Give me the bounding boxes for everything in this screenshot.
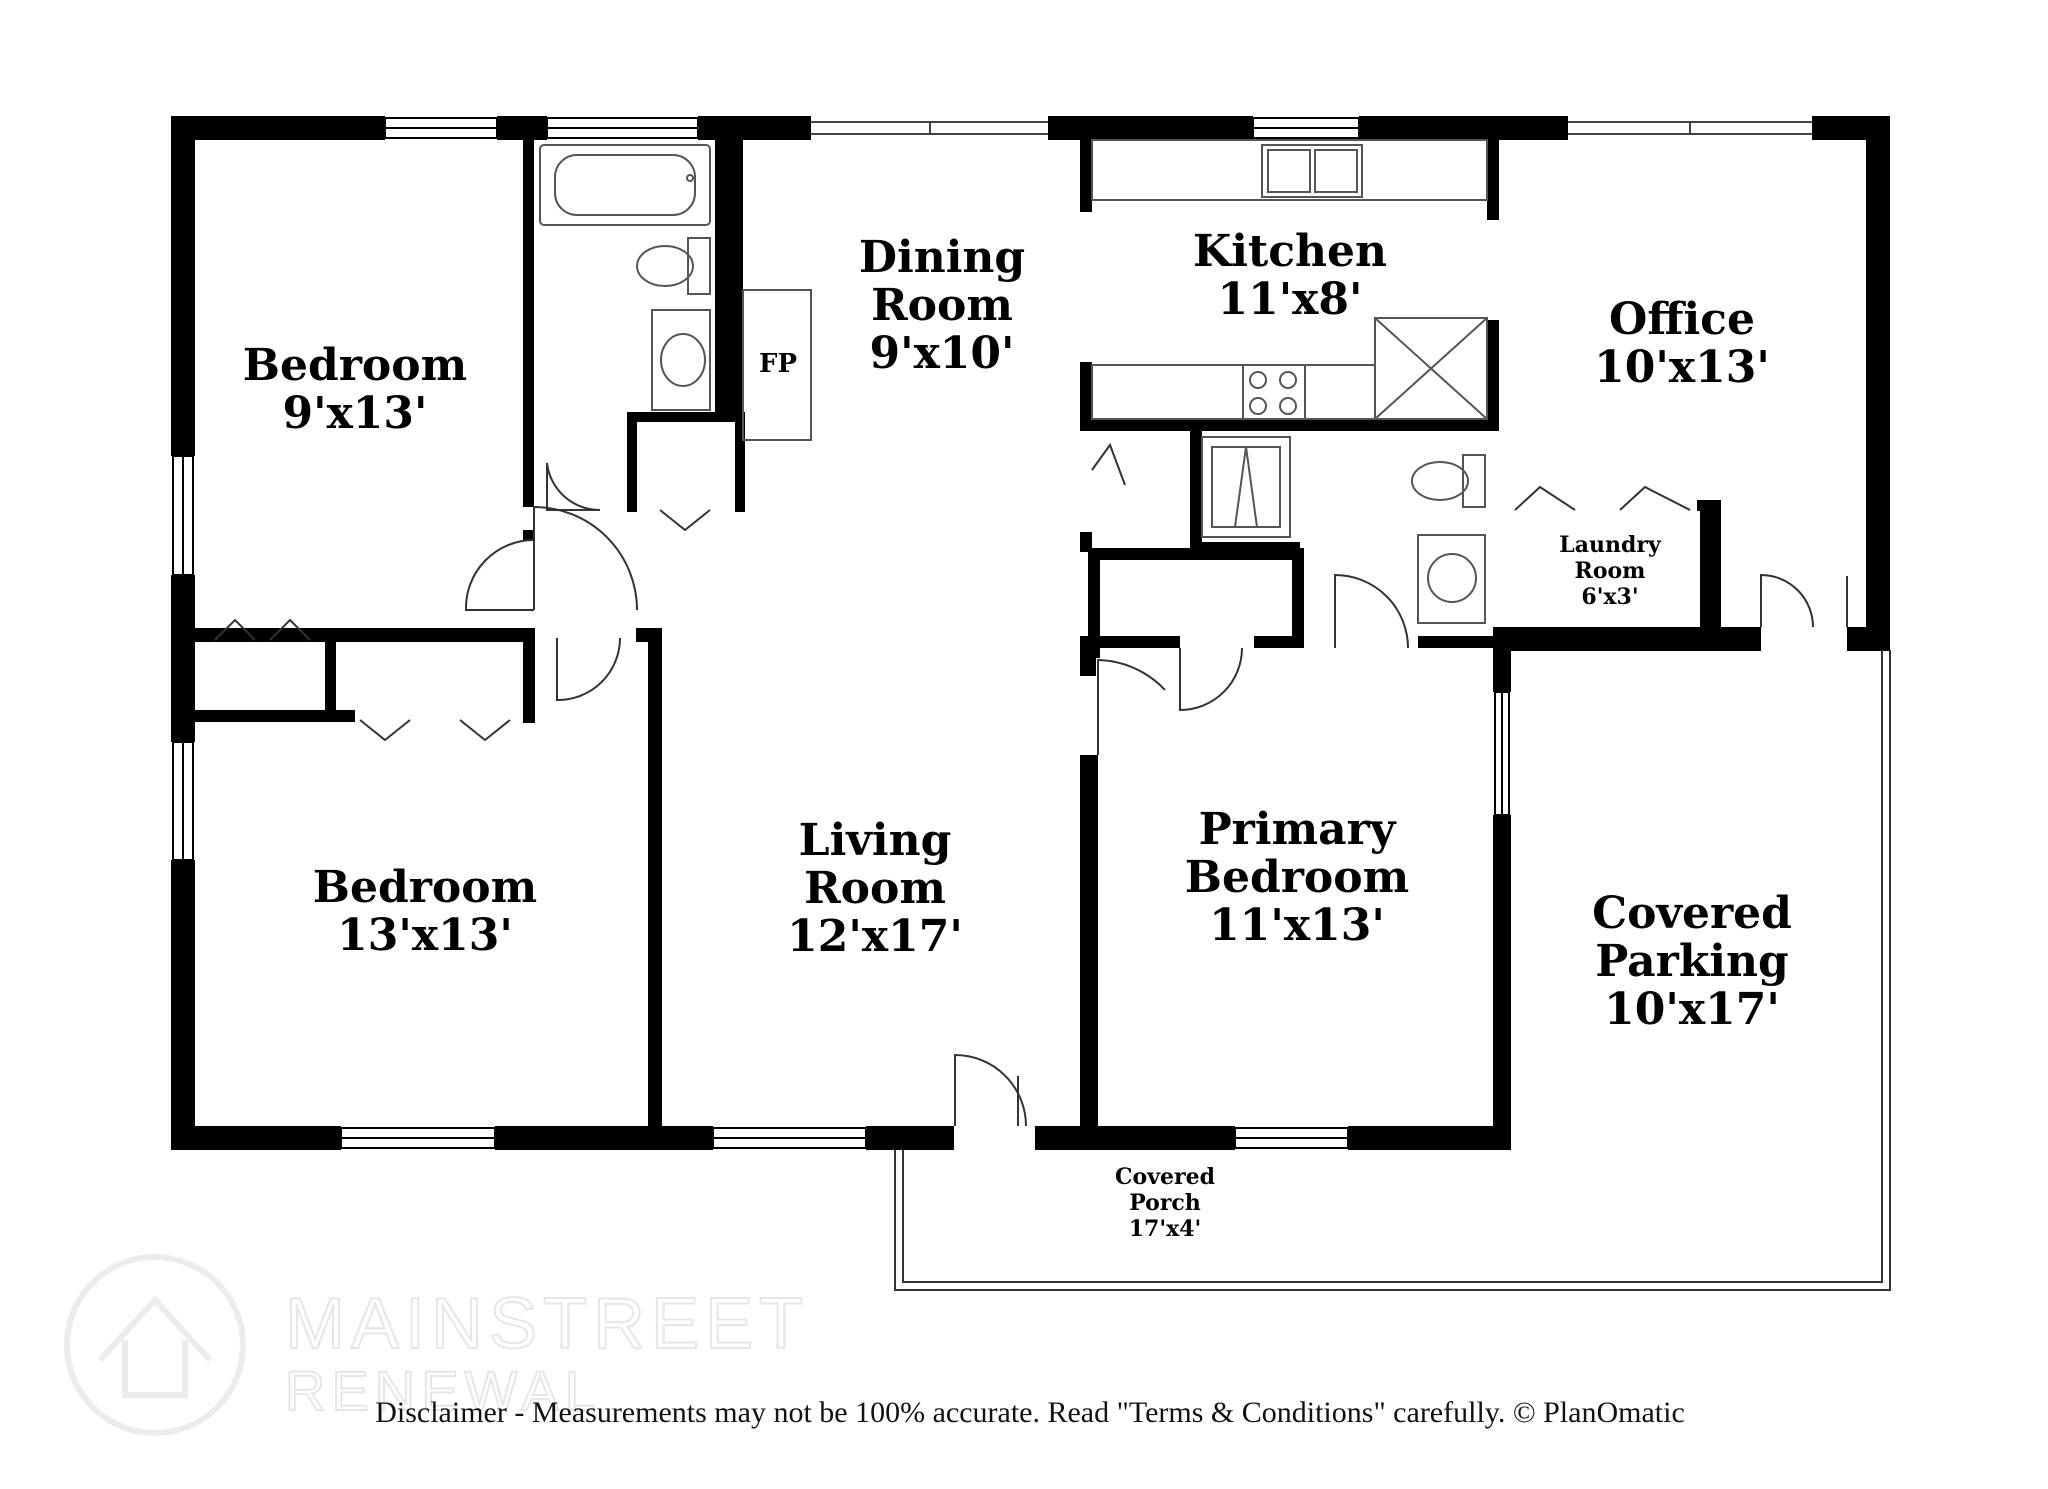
- room-name-line2: Porch: [1129, 1190, 1201, 1216]
- sink-icon: [1417, 534, 1486, 624]
- room-living: Living Room 12'x17': [787, 815, 963, 962]
- room-size: 17'x4': [1129, 1216, 1202, 1242]
- kitchen-counter: [1091, 139, 1488, 201]
- room-name-line1: Covered: [1592, 888, 1792, 939]
- room-size: 11'x8': [1217, 274, 1362, 325]
- room-name-line2: Room: [804, 863, 946, 914]
- room-name-line1: Dining: [859, 232, 1025, 283]
- room-name-line2: Room: [871, 280, 1013, 331]
- room-name-line2: Bedroom: [1185, 852, 1409, 903]
- room-bedroom-nw: Bedroom 9'x13': [243, 340, 467, 439]
- room-dining: Dining Room 9'x10': [859, 232, 1025, 379]
- room-name-line2: Room: [1575, 558, 1646, 584]
- room-size: 9'x13': [282, 388, 427, 439]
- bathtub-icon: [539, 144, 711, 226]
- range-icon: [1242, 364, 1306, 420]
- watermark-line1: MAINSTREET: [285, 1284, 809, 1364]
- room-primary-bedroom: Primary Bedroom 11'x13': [1185, 804, 1409, 951]
- room-name-line1: Living: [799, 815, 952, 866]
- room-size: 11'x13': [1209, 900, 1385, 951]
- room-bedroom-sw: Bedroom 13'x13': [313, 862, 537, 961]
- room-office: Office 10'x13': [1594, 294, 1770, 393]
- room-name: Bedroom: [243, 340, 467, 391]
- disclaimer-text: Disclaimer - Measurements may not be 100…: [375, 1396, 1685, 1429]
- refrigerator-icon: [1374, 317, 1488, 420]
- toilet-icon: [1462, 454, 1486, 508]
- fireplace-label: FP: [759, 349, 797, 379]
- sink-icon: [651, 309, 711, 411]
- room-name-line2: Parking: [1595, 936, 1789, 987]
- porch-outline: [894, 650, 1891, 1291]
- room-name: Office: [1609, 294, 1755, 345]
- closet-doors: [214, 442, 1691, 742]
- room-kitchen: Kitchen 11'x8': [1193, 226, 1387, 325]
- watermark-house-icon: [97, 1295, 213, 1398]
- walls: [171, 116, 1890, 1150]
- room-size: 9'x10': [869, 328, 1014, 379]
- room-name-line1: Primary: [1199, 804, 1397, 855]
- fireplace-icon: [742, 289, 812, 441]
- fixtures: [539, 139, 1488, 624]
- room-size: 12'x17': [787, 911, 963, 962]
- room-size: 6'x3': [1581, 584, 1638, 610]
- room-laundry: Laundry Room 6'x3': [1559, 532, 1662, 610]
- room-size: 10'x17': [1604, 984, 1780, 1035]
- room-size: 13'x13': [337, 910, 513, 961]
- watermark-logo-icon: [64, 1254, 246, 1436]
- shower-icon: [1201, 436, 1291, 538]
- watermark: MAINSTREET RENEWAL: [64, 1254, 809, 1436]
- room-name: Kitchen: [1193, 226, 1387, 277]
- sliding-doors: [811, 121, 1812, 135]
- windows: [172, 117, 1510, 1149]
- exterior-outlines: [894, 650, 1891, 1291]
- room-covered-porch: Covered Porch 17'x4': [1115, 1164, 1215, 1242]
- room-size: 10'x13': [1594, 342, 1770, 393]
- room-name-line1: Laundry: [1559, 532, 1662, 558]
- room-name-line1: Covered: [1115, 1164, 1215, 1190]
- room-covered-parking: Covered Parking 10'x17': [1592, 888, 1792, 1035]
- watermark-line2: RENEWAL: [285, 1359, 602, 1422]
- toilet-icon: [687, 237, 711, 295]
- room-fireplace: FP: [759, 349, 797, 379]
- room-name: Bedroom: [313, 862, 537, 913]
- door-swings: [464, 462, 1848, 1127]
- double-sink-icon: [1261, 144, 1363, 198]
- room-labels: Bedroom 9'x13' Dining Room 9'x10' Kitche…: [243, 226, 1792, 1242]
